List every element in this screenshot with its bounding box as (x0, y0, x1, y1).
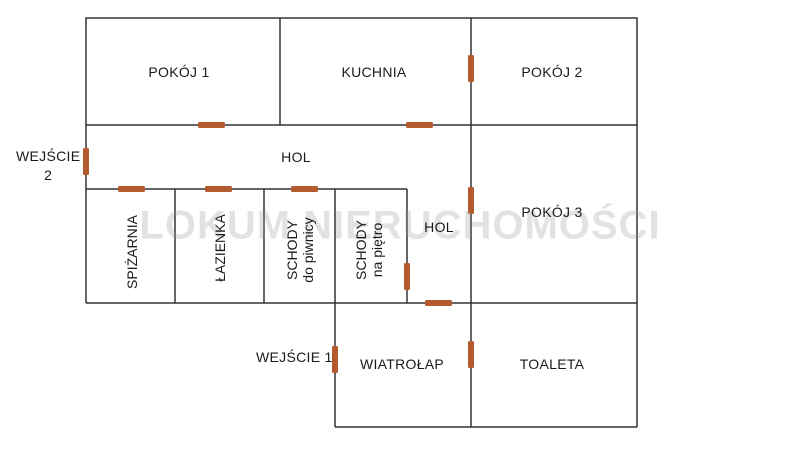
room-label-schody-pietro: SCHODY na piętro (353, 220, 385, 280)
room-label-pokoj2: POKÓJ 2 (521, 64, 583, 80)
door-wejscie1 (332, 346, 338, 373)
room-label-schody-piwnicy: SCHODY do piwnicy (284, 217, 316, 282)
room-label-kuchnia: KUCHNIA (341, 64, 407, 80)
door-pokoj3 (468, 187, 474, 214)
wejscie2-line2: 2 (44, 167, 53, 183)
lazienka-text: ŁAZIENKA (212, 214, 228, 282)
outer-wall-top (85, 17, 638, 126)
door-lazienka (205, 186, 232, 192)
room-label-wiatrolap: WIATROŁAP (359, 356, 445, 372)
room-label-hol-small: HOL (424, 219, 454, 235)
room-label-toaleta: TOALETA (519, 356, 585, 372)
door-wejscie2 (83, 148, 89, 175)
door-kuchnia (406, 122, 433, 128)
room-label-pokoj1: POKÓJ 1 (148, 64, 210, 80)
door-hol-wiatrolap (425, 300, 452, 306)
door-schody-piwnicy (291, 186, 318, 192)
room-label-hol: HOL (281, 149, 311, 165)
room-label-lazienka: ŁAZIENKA (212, 214, 228, 282)
schody-pietro-line2: na piętro (369, 222, 385, 278)
entrance-label-wejscie2: WEJŚCIE 2 (16, 147, 80, 185)
door-pokoj2 (468, 55, 474, 82)
schody-pietro-line1: SCHODY (353, 220, 369, 280)
room-label-spizarnia: SPIŻARNIA (124, 215, 140, 289)
entrance-label-wejscie1: WEJŚCIE 1 (256, 349, 333, 365)
schody-piwnicy-line2: do piwnicy (300, 217, 316, 283)
door-spizarnia (118, 186, 145, 192)
door-toaleta (468, 341, 474, 368)
doors (83, 55, 474, 373)
door-schody-pietro (404, 263, 410, 290)
room-label-pokoj3: POKÓJ 3 (521, 204, 583, 220)
walls (85, 17, 638, 428)
door-pokoj1 (198, 122, 225, 128)
spizarnia-text: SPIŻARNIA (124, 215, 140, 289)
wejscie2-line1: WEJŚCIE (16, 148, 81, 164)
schody-piwnicy-line1: SCHODY (284, 220, 300, 280)
